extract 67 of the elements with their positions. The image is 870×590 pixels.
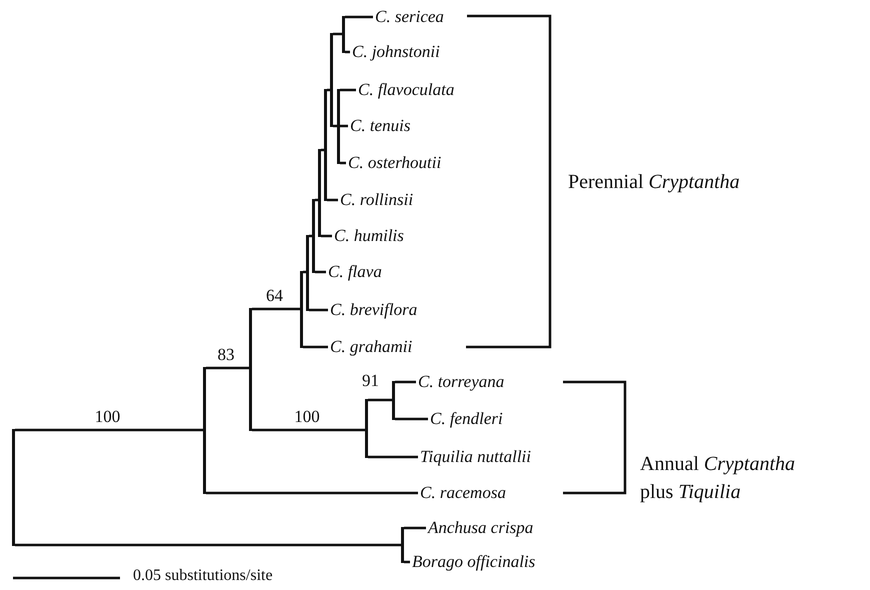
- branch-line: [368, 456, 418, 458]
- branch-line: [333, 124, 337, 128]
- taxon-label: Tiquilia nuttallii: [420, 447, 531, 467]
- taxon-label: C. rollinsii: [340, 190, 414, 210]
- branch-line: [15, 428, 203, 432]
- tree-branch: [203, 366, 206, 494]
- branch-line: [340, 162, 346, 164]
- taxon-label: C. sericea: [375, 7, 444, 27]
- taxon-label: C. grahamii: [330, 337, 412, 357]
- taxon-label: C. torreyana: [418, 372, 504, 392]
- tree-branch: [392, 380, 395, 420]
- branch-line: [252, 428, 365, 432]
- branch-line: [333, 32, 342, 36]
- tree-branch: [324, 88, 327, 202]
- branch-line: [395, 418, 428, 420]
- branch-line: [15, 544, 401, 546]
- branch-line: [327, 88, 330, 92]
- bootstrap-value: 64: [266, 287, 283, 305]
- tree-branch: [337, 88, 340, 164]
- taxon-label: C. breviflora: [330, 300, 418, 320]
- branch-line: [368, 398, 392, 402]
- branch-line: [315, 198, 318, 202]
- scale-label: 0.05 substitutions/site: [133, 566, 273, 586]
- branch-line: [321, 148, 324, 152]
- branch-line: [252, 308, 300, 310]
- branch-line: [315, 270, 326, 274]
- bootstrap-value: 83: [218, 346, 234, 364]
- branch-line: [309, 234, 312, 238]
- bootstrap-value: 100: [94, 408, 120, 426]
- branch-line: [404, 526, 426, 530]
- taxon-label: C. flava: [328, 262, 382, 282]
- tree-branch: [249, 308, 252, 432]
- branch-line: [303, 346, 328, 348]
- tree-branch: [330, 32, 333, 128]
- taxon-label: C. osterhoutii: [348, 153, 442, 173]
- tree-branch: [12, 428, 15, 546]
- branch-line: [345, 50, 350, 54]
- taxon-label: C. fendleri: [430, 409, 503, 429]
- tree-branch: [312, 198, 315, 274]
- taxon-label: C. humilis: [334, 226, 404, 246]
- branch-line: [345, 16, 373, 18]
- taxon-label: Borago officinalis: [412, 552, 536, 572]
- taxon-label: C. racemosa: [420, 483, 506, 503]
- group-label: Perennial Cryptantha: [568, 170, 740, 195]
- branch-line: [395, 380, 416, 384]
- group-label: Annual Cryptantha plus Tiquilia: [640, 452, 796, 505]
- tree-branch: [306, 234, 309, 312]
- taxon-label: C. tenuis: [350, 116, 410, 136]
- tree-branch: [401, 526, 404, 564]
- tree-branch: [365, 398, 368, 458]
- branch-line: [206, 492, 418, 494]
- branch-line: [340, 124, 348, 128]
- branch-line: [309, 308, 328, 312]
- branch-line: [404, 560, 410, 564]
- tree-branch: [342, 16, 345, 54]
- branch-line: [321, 234, 332, 238]
- branch-line: [340, 88, 356, 92]
- tree-branch: [318, 148, 321, 238]
- taxon-label: C. flavoculata: [358, 80, 454, 100]
- branch-line: [327, 198, 338, 202]
- branch-line: [303, 270, 306, 274]
- taxon-label: Anchusa crispa: [428, 518, 534, 538]
- bootstrap-value: 100: [294, 408, 320, 426]
- tree-branch: [300, 270, 303, 348]
- taxon-label: C. johnstonii: [352, 42, 440, 62]
- bootstrap-value: 91: [362, 372, 379, 390]
- branch-line: [206, 366, 249, 370]
